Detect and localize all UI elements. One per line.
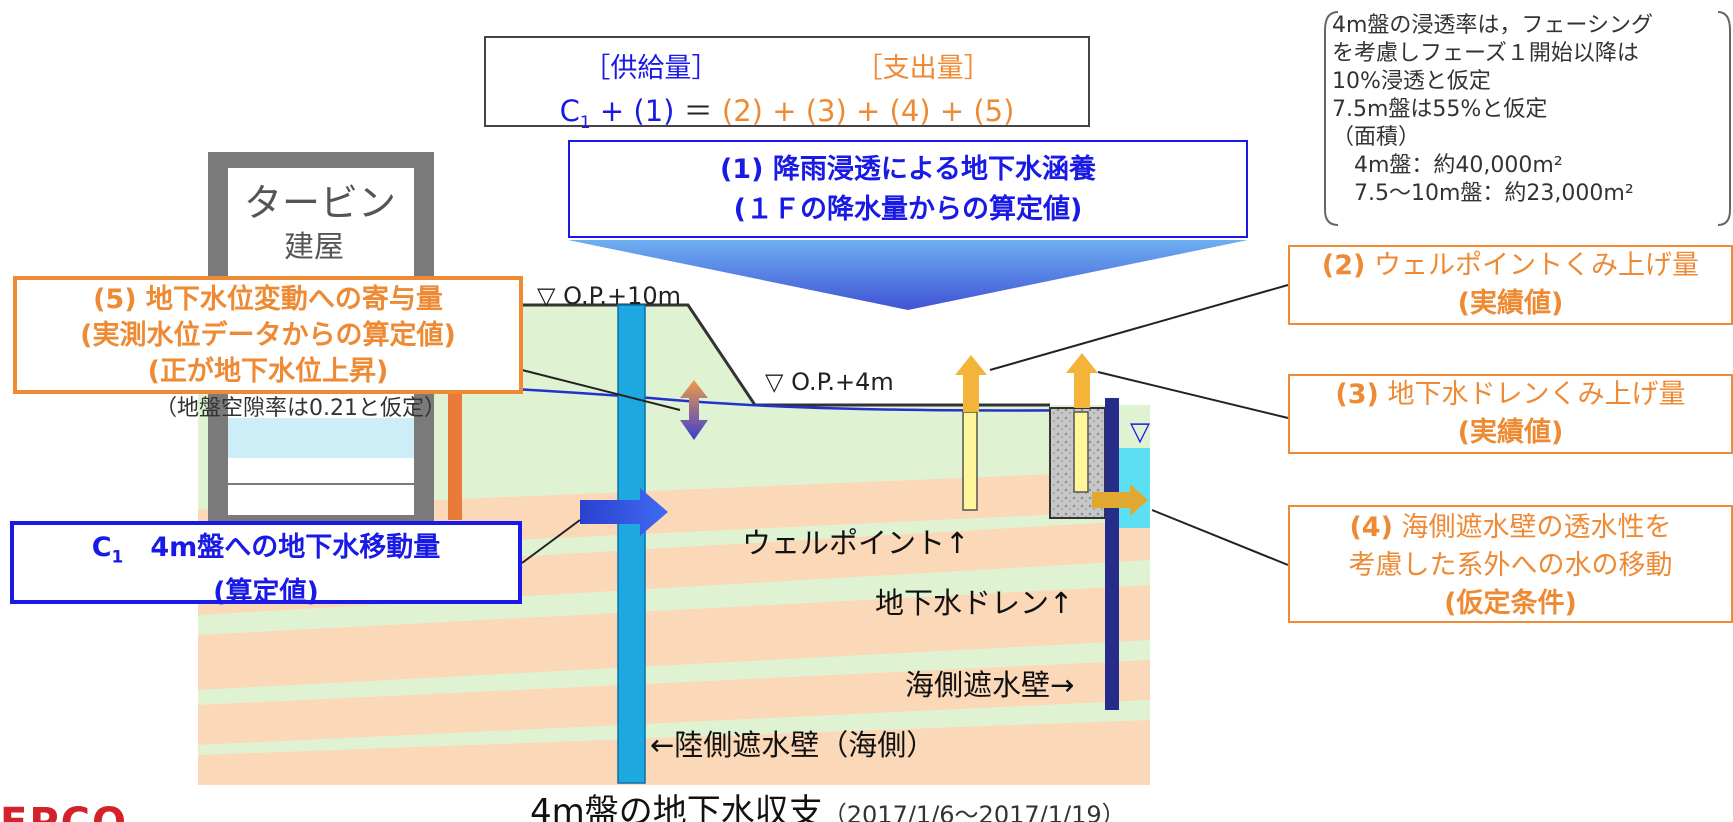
rain-infiltration-box: (1) 降雨浸透による地下水涵養 (１Ｆの降水量からの算定値)	[568, 140, 1248, 238]
drain-up-arrow	[1066, 353, 1098, 408]
supply-label: ［供給量］	[583, 53, 719, 84]
sea-level-mark: ▽	[1130, 417, 1150, 447]
soil-layers	[198, 305, 1150, 785]
formula-equals: ＝	[674, 94, 722, 128]
op4-level-label: ▽ O.P.+4m	[765, 368, 894, 396]
formula-terms: (2) + (3) + (4) + (5)	[721, 94, 1015, 128]
water-level-updown-arrow	[680, 380, 708, 440]
seawall-outflow-box: (4) 海側遮水壁の透水性を 考慮した系外への水の移動 (仮定条件)	[1288, 505, 1733, 623]
land-side-wall	[617, 304, 646, 784]
turbine-building-label-2: 建屋	[284, 230, 344, 265]
drain-pumping-box: (3) 地下水ドレンくみ上げ量 (実績値)	[1288, 374, 1733, 454]
leader-lines	[521, 284, 1289, 566]
ground-surface	[520, 303, 1050, 407]
wellpoint-label: ウェルポイント↑	[742, 526, 970, 560]
drain-pipe	[1073, 411, 1089, 493]
balance-formula-box: ［供給量］ ［支出量］ C1 + (1) ＝ (2) + (3) + (4) +…	[484, 36, 1090, 133]
infiltration-note: 4m盤の浸透率は，フェーシング を考慮しフェーズ１開始以降は 10%浸透と仮定 …	[1332, 13, 1653, 206]
sea-side-wall	[1105, 398, 1119, 710]
wellpoint-up-arrow	[955, 355, 987, 412]
c1-inflow-box: C1 4m盤への地下水移動量 (算定値)	[10, 521, 522, 608]
diagram-caption: 4m盤の地下水収支（2017/1/6～2017/1/19）	[530, 792, 1126, 822]
formula-c1: C1 + (1)	[559, 94, 675, 133]
porosity-note: （地盤空隙率は0.21と仮定）	[155, 396, 446, 421]
wellpoint-pipe	[962, 411, 978, 511]
c1-inflow-arrow	[580, 488, 668, 536]
landwall-label: ←陸側遮水壁（海側）	[650, 728, 936, 762]
op10-level-label: ▽ O.P.+10m	[537, 282, 682, 310]
turbine-building-label-1: タービン	[244, 181, 397, 225]
water-level-change-box: (5) 地下水位変動への寄与量 (実測水位データからの算定値) (正が地下水位上…	[13, 276, 523, 394]
drain-label: 地下水ドレン↑	[875, 586, 1074, 620]
wellpoint-pumping-box: (2) ウェルポイントくみ上げ量 (実績値)	[1288, 245, 1733, 325]
seawall-label: 海側遮水壁→	[905, 668, 1075, 702]
seawall-out-arrow	[1092, 484, 1148, 516]
logo-fragment: EPCO	[0, 800, 128, 822]
note-bracket-left	[1324, 11, 1339, 226]
note-bracket-right	[1717, 11, 1731, 226]
expense-label: ［支出量］	[855, 53, 991, 84]
rain-infiltration-arrow	[568, 240, 1248, 310]
